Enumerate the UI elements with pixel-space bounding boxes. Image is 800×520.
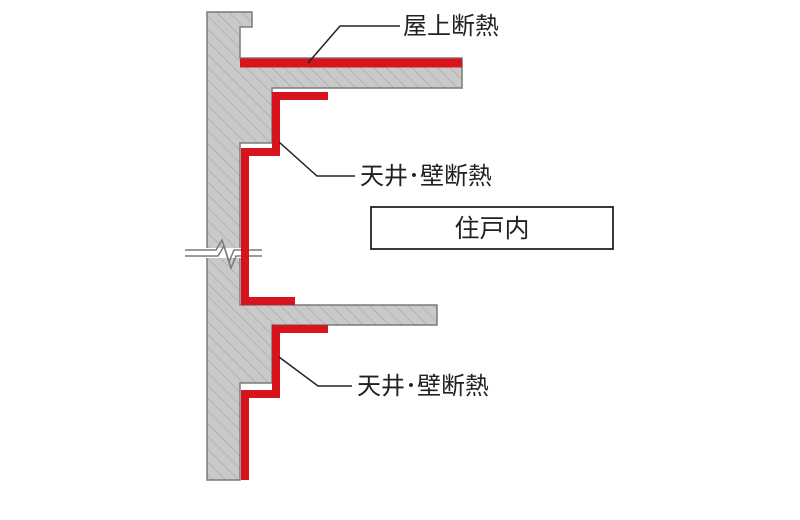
- dwelling-interior-label: 住戸内: [454, 214, 529, 243]
- upper-insulation-leader: [278, 141, 355, 177]
- wall-break-line-bottom: [185, 244, 262, 271]
- upper-ceiling-wall-insulation-strip: [241, 92, 328, 305]
- upper-ceiling-wall-insulation-label: 天井･壁断熱: [360, 162, 492, 190]
- lower-ceiling-wall-insulation-strip: [241, 325, 328, 480]
- roof-insulation-label: 屋上断熱: [403, 12, 499, 40]
- dwelling-interior-box: [370, 206, 614, 250]
- concrete-structure: [206, 11, 463, 481]
- lower-ceiling-wall-insulation-label: 天井･壁断熱: [357, 372, 489, 400]
- roof-insulation-leader: [307, 25, 400, 64]
- lower-insulation-leader: [278, 356, 352, 387]
